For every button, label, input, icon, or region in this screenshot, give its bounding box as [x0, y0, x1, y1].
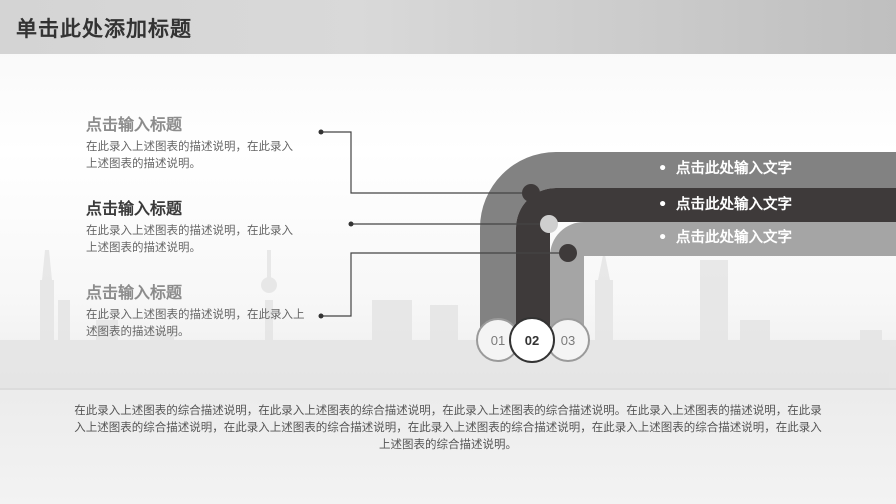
bullet-dot: • — [658, 197, 668, 213]
bullet-dot: • — [658, 230, 668, 246]
connector-2-start-dot — [348, 221, 354, 227]
band-1-text: 点击此处输入文字 — [676, 161, 792, 177]
step-label-3: 03 — [561, 333, 575, 348]
text-item-3: 点击输入标题 在此录入上述图表的描述说明，在此录入上述图表的描述说明。 — [86, 282, 314, 340]
page-title[interactable]: 单击此处添加标题 — [16, 17, 192, 41]
band-2-dot — [540, 215, 558, 233]
connector-3 — [321, 252, 568, 317]
title-bar — [0, 0, 896, 54]
band-2 — [516, 188, 896, 340]
band-3-dot — [559, 244, 577, 262]
band-3 — [550, 222, 896, 340]
connector-1 — [321, 131, 531, 194]
band-1 — [480, 152, 896, 340]
band-1-bullet[interactable]: • 点击此处输入文字 — [658, 159, 868, 179]
bullet-dot: • — [658, 161, 668, 177]
item-2-description[interactable]: 在此录入上述图表的描述说明，在此录入上述图表的描述说明。 — [86, 223, 293, 254]
item-1-description[interactable]: 在此录入上述图表的描述说明，在此录入上述图表的描述说明。 — [86, 139, 293, 170]
summary-text[interactable]: 在此录入上述图表的综合描述说明，在此录入上述图表的综合描述说明，在此录入上述图表… — [74, 403, 822, 451]
connector-3-start-dot — [318, 313, 324, 319]
band-3-text: 点击此处输入文字 — [676, 230, 792, 246]
connector-1-start-dot — [318, 129, 324, 135]
band-2-text: 点击此处输入文字 — [676, 197, 792, 213]
text-item-1: 点击输入标题 在此录入上述图表的描述说明，在此录入上述图表的描述说明。 — [86, 114, 314, 172]
item-1-title[interactable]: 点击输入标题 — [86, 115, 183, 134]
step-label-2: 02 — [525, 333, 539, 348]
band-1-dot — [522, 184, 540, 202]
item-2-title[interactable]: 点击输入标题 — [86, 199, 183, 218]
band-3-bullet[interactable]: • 点击此处输入文字 — [658, 228, 868, 248]
band-2-bullet[interactable]: • 点击此处输入文字 — [658, 195, 868, 215]
step-circle-2[interactable] — [509, 317, 555, 363]
item-3-description[interactable]: 在此录入上述图表的描述说明，在此录入上述图表的描述说明。 — [86, 307, 305, 338]
step-label-1: 01 — [491, 333, 505, 348]
item-3-title[interactable]: 点击输入标题 — [86, 283, 183, 302]
text-item-2: 点击输入标题 在此录入上述图表的描述说明，在此录入上述图表的描述说明。 — [86, 198, 314, 256]
